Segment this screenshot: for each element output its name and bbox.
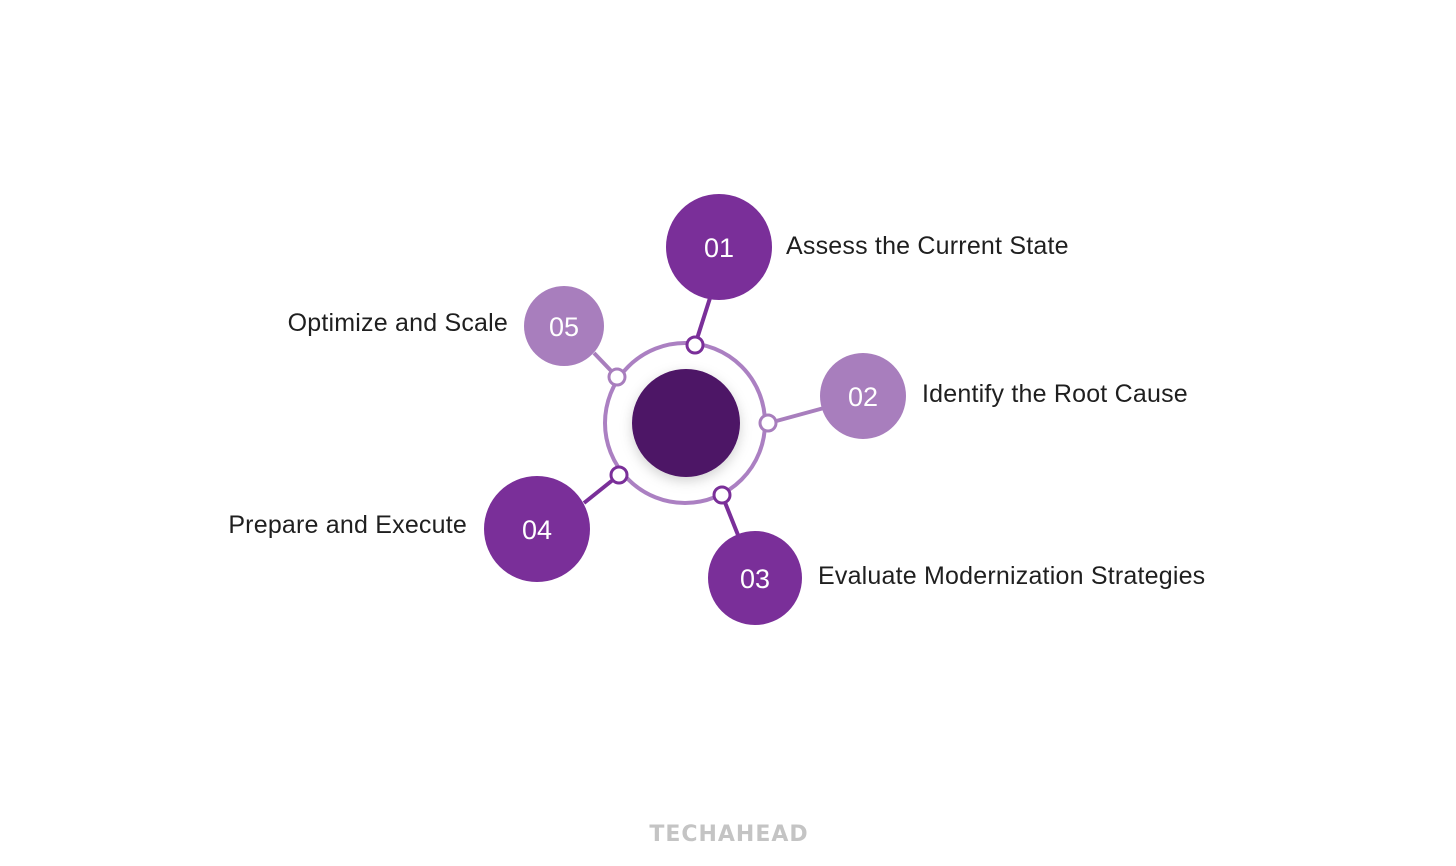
step-circle-03: 03 (708, 531, 802, 625)
step-label-03: Evaluate Modernization Strategies (818, 562, 1206, 590)
ring-node-03 (712, 485, 732, 505)
brand-watermark: TECHAHEAD (649, 822, 809, 847)
connector-02 (768, 406, 825, 425)
svg-text:03: 03 (740, 564, 770, 594)
ring-node-02 (758, 413, 778, 433)
step-circle-05: 05 (524, 286, 604, 366)
ring-node-01 (685, 335, 705, 355)
step-circle-02: 02 (820, 353, 906, 439)
ring-node-05 (607, 367, 627, 387)
step-label-02: Identify the Root Cause (922, 380, 1188, 408)
step-label-05: Optimize and Scale (287, 309, 508, 337)
svg-text:01: 01 (704, 233, 734, 263)
svg-text:05: 05 (549, 312, 579, 342)
ring-node-04 (609, 465, 629, 485)
step-label-01: Assess the Current State (786, 232, 1069, 260)
step-circle-01: 01 (666, 194, 772, 300)
svg-text:04: 04 (522, 515, 552, 545)
step-circle-04: 04 (484, 476, 590, 582)
center-hub (632, 369, 740, 477)
step-label-04: Prepare and Execute (228, 511, 467, 539)
svg-text:02: 02 (848, 382, 878, 412)
